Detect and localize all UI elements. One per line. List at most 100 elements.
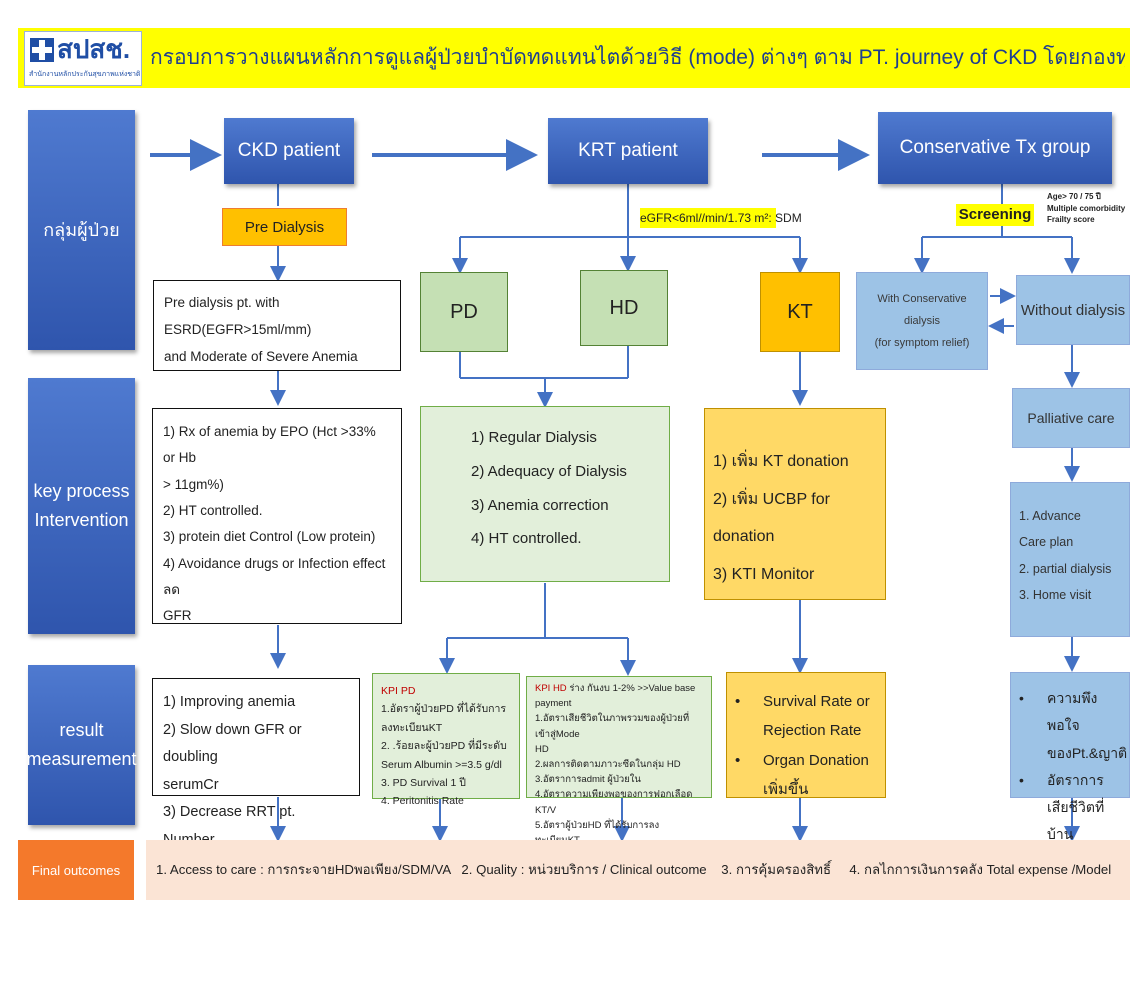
pd-box: PD xyxy=(420,272,508,352)
kt-intervention-item: 3) KTI Monitor xyxy=(713,565,815,583)
kpi-hd-title: KPI HD xyxy=(535,683,567,694)
krt-patient-label: KRT patient xyxy=(578,140,678,161)
ckd-criteria-line: and Moderate of Severe Anemia xyxy=(164,349,358,364)
ckd-result-item: 1) Improving anemia xyxy=(163,694,296,710)
kpi-hd-item: HD xyxy=(535,743,549,755)
kt-result-text: Rejection Rate xyxy=(763,722,862,740)
conservative-tx-box: Conservative Tx group xyxy=(878,112,1112,184)
ckd-intervention-item: GFR xyxy=(163,608,192,624)
ckd-patient-label: CKD patient xyxy=(237,140,341,161)
row-label-key-process-line2: Intervention xyxy=(34,510,129,530)
kt-result-text: Survival Rate or xyxy=(763,693,870,710)
row-label-patients-text: กลุ่มผู้ป่วย xyxy=(43,219,120,240)
screening-criteria-line: Age> 70 / 75 ปี xyxy=(1047,192,1101,201)
kt-intervention-item: 1) เพิ่ม KT donation xyxy=(713,453,849,470)
conservative-care-box: 1. Advance Care plan 2. partial dialysis… xyxy=(1010,482,1130,637)
without-dialysis-label: Without dialysis xyxy=(1020,301,1126,319)
ckd-criteria-box: Pre dialysis pt. with ESRD(EGFR>15ml/mm)… xyxy=(153,280,401,371)
hd-box: HD xyxy=(580,270,668,346)
ckd-result-item: serumCr xyxy=(163,776,219,793)
kpi-hd-item: 2.ผลการติดตามภาวะซีดในกลุ่ม HD xyxy=(535,758,681,770)
kpi-hd-item: payment xyxy=(535,698,572,710)
palliative-care-box: Palliative care xyxy=(1012,388,1130,448)
kpi-hd-item: 4.อัตราความเพียงพอของการฟอกเลือด KT/V xyxy=(535,789,693,816)
hd-label: HD xyxy=(609,296,639,319)
kt-intervention-item: 2) เพิ่ม UCBP for donation xyxy=(713,490,830,546)
conservative-care-item: Care plan xyxy=(1019,535,1074,550)
without-dialysis-box: Without dialysis xyxy=(1016,275,1130,345)
egfr-label: eGFR<6ml//min/1.73 m²: SDM xyxy=(640,208,802,228)
conservative-tx-label: Conservative Tx group xyxy=(899,137,1091,158)
kpi-hd-item: 3.อัตราการadmit ผู้ป่วยใน xyxy=(535,774,641,786)
screening-criteria-line: Frailty score xyxy=(1047,215,1095,225)
palliative-care-label: Palliative care xyxy=(1027,410,1115,426)
kpi-pd-item: 2. .ร้อยละผู้ป่วยPD ที่มีระดับ xyxy=(381,740,507,753)
row-label-result-line1: result xyxy=(59,720,104,741)
kpi-hd-item: 1.อัตราเสียชีวิตในภาพรวมของผู้ป่วยที่เข้… xyxy=(535,713,690,740)
medical-cross-icon xyxy=(30,38,54,62)
kpi-pd-item: 4. Peritonitis Rate xyxy=(381,795,464,808)
kpi-hd-box: KPI HD ร่าง กันงบ 1-2% >>Value base paym… xyxy=(526,676,712,846)
kt-results-box: Survival Rate or Rejection Rate Organ Don… xyxy=(726,672,886,798)
with-conservative-dialysis-box: With Conservative dialysis (for symptom … xyxy=(856,272,988,370)
logo-name: สปสช. xyxy=(57,34,131,64)
pre-dialysis-label: Pre Dialysis xyxy=(244,218,325,236)
page-title: กรอบการวางแผนหลักการดูแลผู้ป่วยบำบัดทดแท… xyxy=(150,46,1125,69)
row-label-result-line2: measurement xyxy=(26,749,137,769)
kpi-pd-box: KPI PD 1.อัตราผู้ป่วยPD ที่ได้รับการ ลงท… xyxy=(372,673,520,807)
dialysis-intervention-item: 4) HT controlled. xyxy=(471,530,582,548)
row-label-result: result measurement xyxy=(26,665,137,825)
kt-result-bullet: Survival Rate or Rejection Rate xyxy=(727,687,881,746)
dialysis-intervention-item: 3) Anemia correction xyxy=(471,496,609,514)
kpi-pd-item: 3. PD Survival 1 ปี xyxy=(381,776,466,789)
ckd-result-item: 2) Slow down GFR or doubling xyxy=(163,721,302,766)
conservative-result-text: เสียชีวิตที่บ้าน xyxy=(1047,799,1105,843)
conservative-care-item: 2. partial dialysis xyxy=(1019,561,1112,576)
ckd-intervention-box: 1) Rx of anemia by EPO (Hct >33% or Hb >… xyxy=(152,408,402,624)
conservative-result-text: ของPt.&ญาติ xyxy=(1047,744,1128,761)
ckd-criteria-line: Pre dialysis pt. with ESRD(EGFR>15ml/mm) xyxy=(164,295,312,337)
with-conservative-line: dialysis xyxy=(903,315,941,327)
dialysis-intervention-item: 1) Regular Dialysis xyxy=(471,429,597,446)
final-outcomes-label-box: Final outcomes xyxy=(18,840,134,900)
krt-patient-box: KRT patient xyxy=(548,118,708,184)
kpi-hd-title-rest: ร่าง กันงบ 1-2% >>Value base xyxy=(566,683,696,694)
ckd-intervention-item: 4) Avoidance drugs or Infection effect ล… xyxy=(163,555,386,597)
title-bar xyxy=(18,28,1130,88)
pre-dialysis-box: Pre Dialysis xyxy=(222,208,347,246)
final-outcomes-bar: 1. Access to care : การกระจายHDพอเพียง/S… xyxy=(146,840,1130,900)
dialysis-intervention-box: 1) Regular Dialysis 2) Adequacy of Dialy… xyxy=(420,406,670,582)
with-conservative-line: (for symptom relief) xyxy=(874,337,970,349)
final-outcomes-label: Final outcomes xyxy=(31,862,121,878)
kt-result-bullet: Organ Donation เพิ่มขึ้น xyxy=(727,746,881,805)
kt-intervention-box: 1) เพิ่ม KT donation 2) เพิ่ม UCBP for d… xyxy=(704,408,886,600)
screening-criteria-line: Multiple comorbidity xyxy=(1047,203,1126,213)
pd-label: PD xyxy=(450,300,478,323)
kt-result-text: เพิ่มขึ้น xyxy=(763,780,809,798)
ckd-intervention-item: 3) protein diet Control (Low protein) xyxy=(163,529,376,545)
screening-criteria: Age> 70 / 75 ปี Multiple comorbidity Fra… xyxy=(1047,191,1131,235)
row-label-key-process-line1: key process xyxy=(33,481,130,502)
ckd-patient-box: CKD patient xyxy=(224,118,354,184)
kpi-pd-item: Serum Albumin >=3.5 g/dl xyxy=(381,758,502,771)
dialysis-intervention-item: 2) Adequacy of Dialysis xyxy=(471,462,627,480)
ckd-intervention-item: 1) Rx of anemia by EPO (Hct >33% or Hb xyxy=(163,424,376,466)
row-label-patients: กลุ่มผู้ป่วย xyxy=(28,110,135,350)
logo-subtitle: สำนักงานหลักประกันสุขภาพแห่งชาติ xyxy=(29,71,141,78)
kt-box: KT xyxy=(760,272,840,352)
kpi-pd-item: ลงทะเบียนKT xyxy=(381,721,443,734)
nhso-logo: สปสช. สำนักงานหลักประกันสุขภาพแห่งชาติ xyxy=(24,31,142,86)
kpi-pd-title: KPI PD xyxy=(381,685,416,697)
conservative-care-item: 1. Advance xyxy=(1019,509,1081,523)
ckd-intervention-item: > 11gm%) xyxy=(163,476,224,492)
kt-result-text: Organ Donation xyxy=(763,751,869,769)
conservative-result-text: ความพึงพอใจ xyxy=(1047,690,1098,734)
ckd-results-box: 1) Improving anemia 2) Slow down GFR or … xyxy=(152,678,360,848)
row-label-key-process: key process Intervention xyxy=(28,378,135,634)
with-conservative-line: With Conservative xyxy=(877,293,967,305)
ckd-intervention-item: 2) HT controlled. xyxy=(163,502,263,518)
